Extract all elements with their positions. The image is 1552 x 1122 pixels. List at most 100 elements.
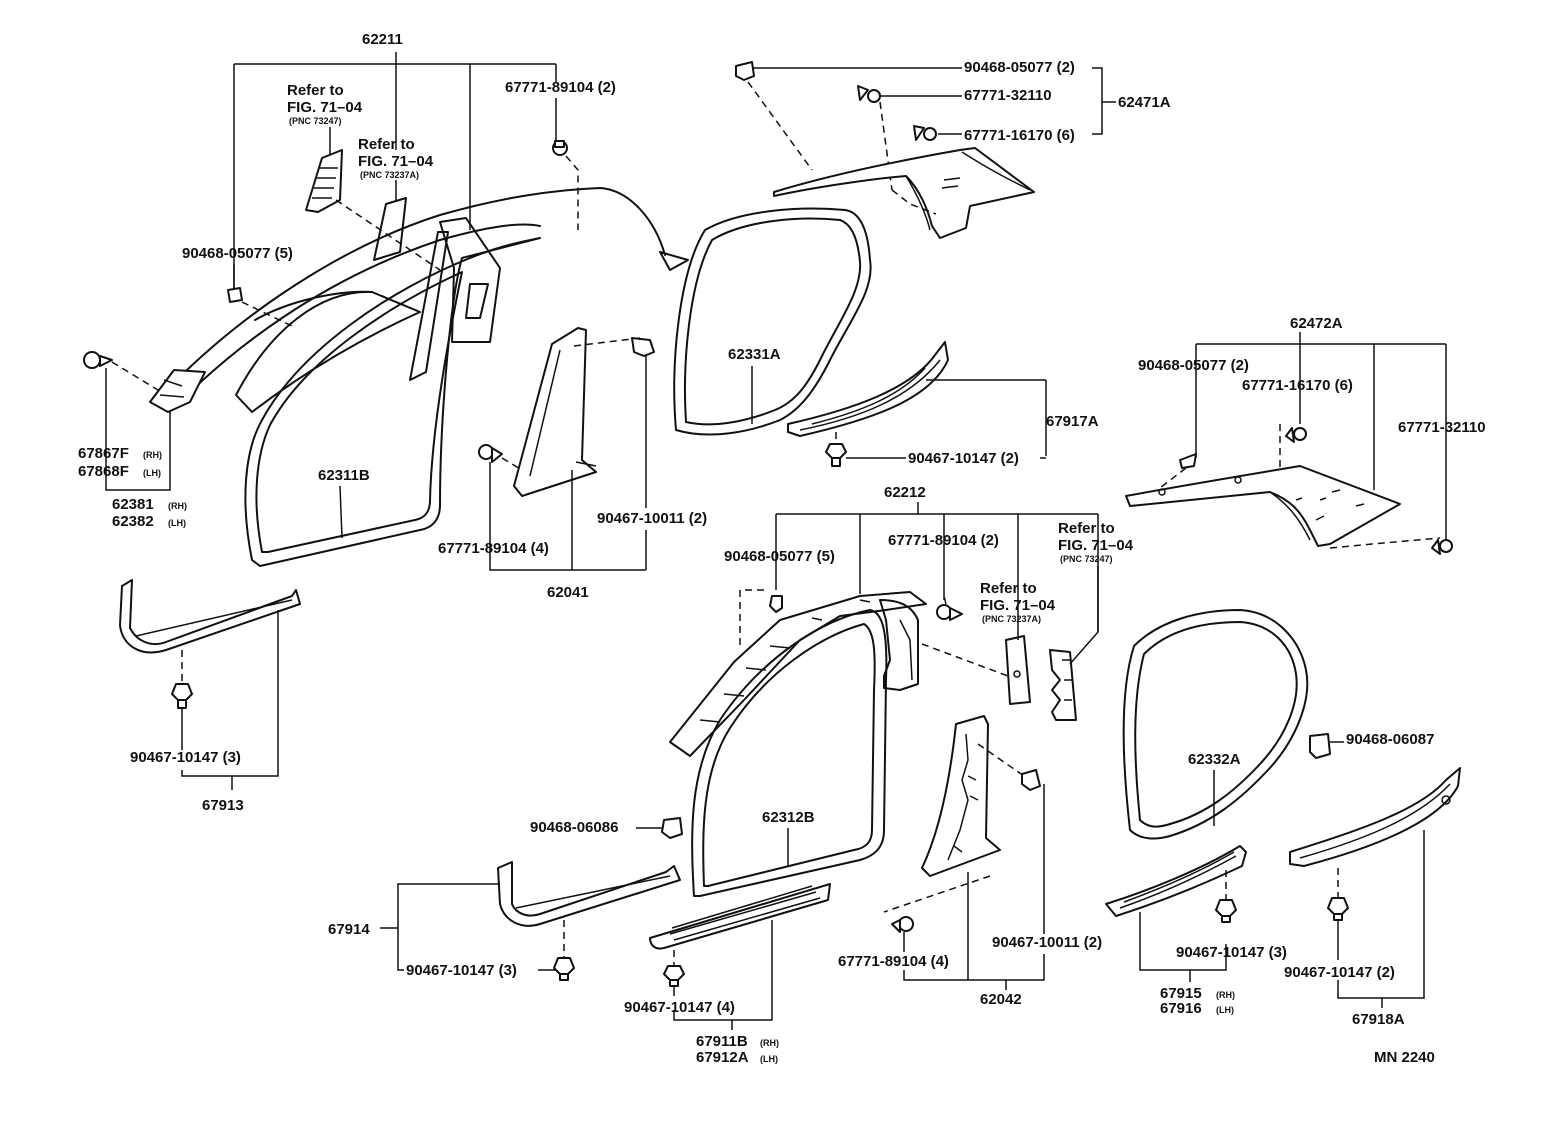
- part-62312b-rear-side-door-weatherstrip: [691, 609, 888, 897]
- part-67915-rear-scuff: [1105, 845, 1247, 917]
- clip-67771-89104-rear-lower: [891, 916, 914, 933]
- clip-90467-10147-rear-scuff: [553, 957, 575, 981]
- label-62042: 62042: [980, 991, 1022, 1008]
- label-refer-to: Refer to: [980, 580, 1037, 597]
- part-67913-front-door-scuff: [119, 579, 301, 654]
- label-pnc-73237a: (PNC 73237A): [982, 614, 1041, 624]
- label-90468-06086: 90468-06086: [530, 819, 618, 836]
- clip-67771-16170-rear: [1285, 427, 1307, 443]
- label-lh: (LH): [168, 518, 186, 528]
- label-90468-06087: 90468-06087: [1346, 731, 1434, 748]
- label-67771-16170-6-rear: 67771-16170 (6): [1242, 377, 1353, 394]
- clip-90468-05077-rear-pillar: [769, 595, 783, 613]
- label-90468-05077-5-front: 90468-05077 (5): [182, 245, 293, 262]
- diagram-code: MN 2240: [1374, 1049, 1435, 1066]
- label-67771-89104-2-front: 67771-89104 (2): [505, 79, 616, 96]
- clip-90467-10011-front: [631, 337, 655, 357]
- part-67914-rear-door-scuff: [497, 861, 681, 927]
- clip-90468-05077-front: [227, 287, 243, 303]
- label-67771-16170-6-upper: 67771-16170 (6): [964, 127, 1075, 144]
- label-67918a: 67918A: [1352, 1011, 1405, 1028]
- part-grille-73247-front: [305, 149, 343, 213]
- label-62212: 62212: [884, 484, 926, 501]
- clip-67771-89104-front: [552, 140, 568, 156]
- label-pnc-73247: (PNC 73247): [289, 116, 342, 126]
- label-refer-to: Refer to: [358, 136, 415, 153]
- leader-62211: [233, 52, 557, 300]
- part-62041-center-pillar-lower: [513, 327, 597, 497]
- label-67916: 67916: [1160, 1000, 1202, 1017]
- refer-block-pnc73247-rear: Refer to FIG. 71–04 (PNC 73247): [1058, 520, 1134, 564]
- label-rh: (RH): [168, 501, 187, 511]
- label-62311b: 62311B: [318, 467, 370, 484]
- label-90468-05077-2-rear: 90468-05077 (2): [1138, 357, 1249, 374]
- part-67917a-rear-scuff-front-group: [787, 341, 949, 437]
- clip-90468-06087: [1309, 733, 1331, 759]
- label-90467-10011-2-front: 90467-10011 (2): [597, 510, 707, 527]
- label-90468-05077-2-upper: 90468-05077 (2): [964, 59, 1075, 76]
- label-67771-32110-upper: 67771-32110: [964, 87, 1052, 104]
- label-refer-to: Refer to: [287, 82, 344, 99]
- part-62311b-front-door-weatherstrip: [244, 237, 541, 567]
- label-62211: 62211: [362, 31, 403, 48]
- clip-67771-89104-rear-pillar: [936, 604, 963, 621]
- label-fig-71-04: FIG. 71–04: [358, 153, 434, 170]
- refer-block-pnc73237a-front: Refer to FIG. 71–04 (PNC 73237A): [358, 136, 434, 180]
- label-62471a: 62471A: [1118, 94, 1171, 111]
- label-90467-10147-3-67915: 90467-10147 (3): [1176, 944, 1287, 961]
- part-tag-73237a-front: [373, 197, 407, 261]
- clip-67771-32110-upper: [857, 85, 881, 103]
- part-rear-roof-rail-upper: [669, 591, 927, 757]
- clip-67771-16170-upper: [913, 125, 937, 141]
- label-rh: (RH): [1216, 990, 1235, 1000]
- clip-67867f: [83, 351, 113, 369]
- label-fig-71-04: FIG. 71–04: [1058, 537, 1134, 554]
- label-lh: (LH): [760, 1054, 778, 1064]
- label-rh: (RH): [143, 450, 162, 460]
- part-grille-73247-rear: [1049, 649, 1077, 721]
- clip-90468-05077-upper: [735, 61, 755, 81]
- label-67771-89104-4-rear: 67771-89104 (4): [838, 953, 949, 970]
- part-62472a-roof-side-inner-trim-rear: [1125, 465, 1401, 547]
- label-90468-05077-5-rear: 90468-05077 (5): [724, 548, 835, 565]
- label-62331a: 62331A: [728, 346, 781, 363]
- part-b-pillar-upper-front: [409, 217, 501, 381]
- label-rh: (RH): [760, 1038, 779, 1048]
- part-front-pillar-bracket: [149, 369, 206, 413]
- label-62332a: 62332A: [1188, 751, 1241, 768]
- clip-90467-10147-67915: [1215, 899, 1237, 923]
- label-67911b: 67911B: [696, 1033, 748, 1050]
- refer-block-pnc73237a-rear: Refer to FIG. 71–04 (PNC 73237A): [980, 580, 1056, 624]
- label-62472a: 62472A: [1290, 315, 1343, 332]
- label-62382: 62382: [112, 513, 154, 530]
- part-67918a-rear-scuff-rear: [1289, 767, 1461, 867]
- label-62312b: 62312B: [762, 809, 815, 826]
- label-lh: (LH): [143, 468, 161, 478]
- label-62381: 62381: [112, 496, 154, 513]
- clip-67771-32110-rear: [1431, 539, 1453, 555]
- label-67771-89104-2-rear: 67771-89104 (2): [888, 532, 999, 549]
- label-67917a: 67917A: [1046, 413, 1099, 430]
- part-62042-rear-pillar-lower: [921, 715, 1001, 877]
- label-90467-10147-2-67918a: 90467-10147 (2): [1284, 964, 1395, 981]
- label-67913: 67913: [202, 797, 244, 814]
- refer-block-pnc73247-front: Refer to FIG. 71–04 (PNC 73247): [287, 82, 363, 126]
- label-67771-89104-4-front: 67771-89104 (4): [438, 540, 549, 557]
- part-62471a-roof-side-inner-trim: [773, 147, 1035, 239]
- clip-90467-10147-67918a: [1327, 897, 1349, 921]
- label-90467-10147-3-rear: 90467-10147 (3): [406, 962, 517, 979]
- part-grille-73237a-rear: [1005, 635, 1031, 705]
- clip-90468-05077-rear: [1179, 453, 1197, 469]
- label-90467-10147-3-front: 90467-10147 (3): [130, 749, 241, 766]
- label-67912a: 67912A: [696, 1049, 749, 1066]
- clip-67771-89104-pillar-front: [478, 444, 503, 463]
- clip-90467-10147-67911b: [663, 965, 685, 987]
- clip-90467-10147-rear: [825, 443, 847, 467]
- label-67867f: 67867F: [78, 445, 129, 462]
- part-62332a-rear-door-weatherstrip-rear: [1122, 609, 1309, 840]
- label-62041: 62041: [547, 584, 589, 601]
- part-62331a-rear-door-weatherstrip: [673, 207, 872, 436]
- label-67771-32110-rear: 67771-32110: [1398, 419, 1486, 436]
- label-90467-10011-2-rear: 90467-10011 (2): [992, 934, 1102, 951]
